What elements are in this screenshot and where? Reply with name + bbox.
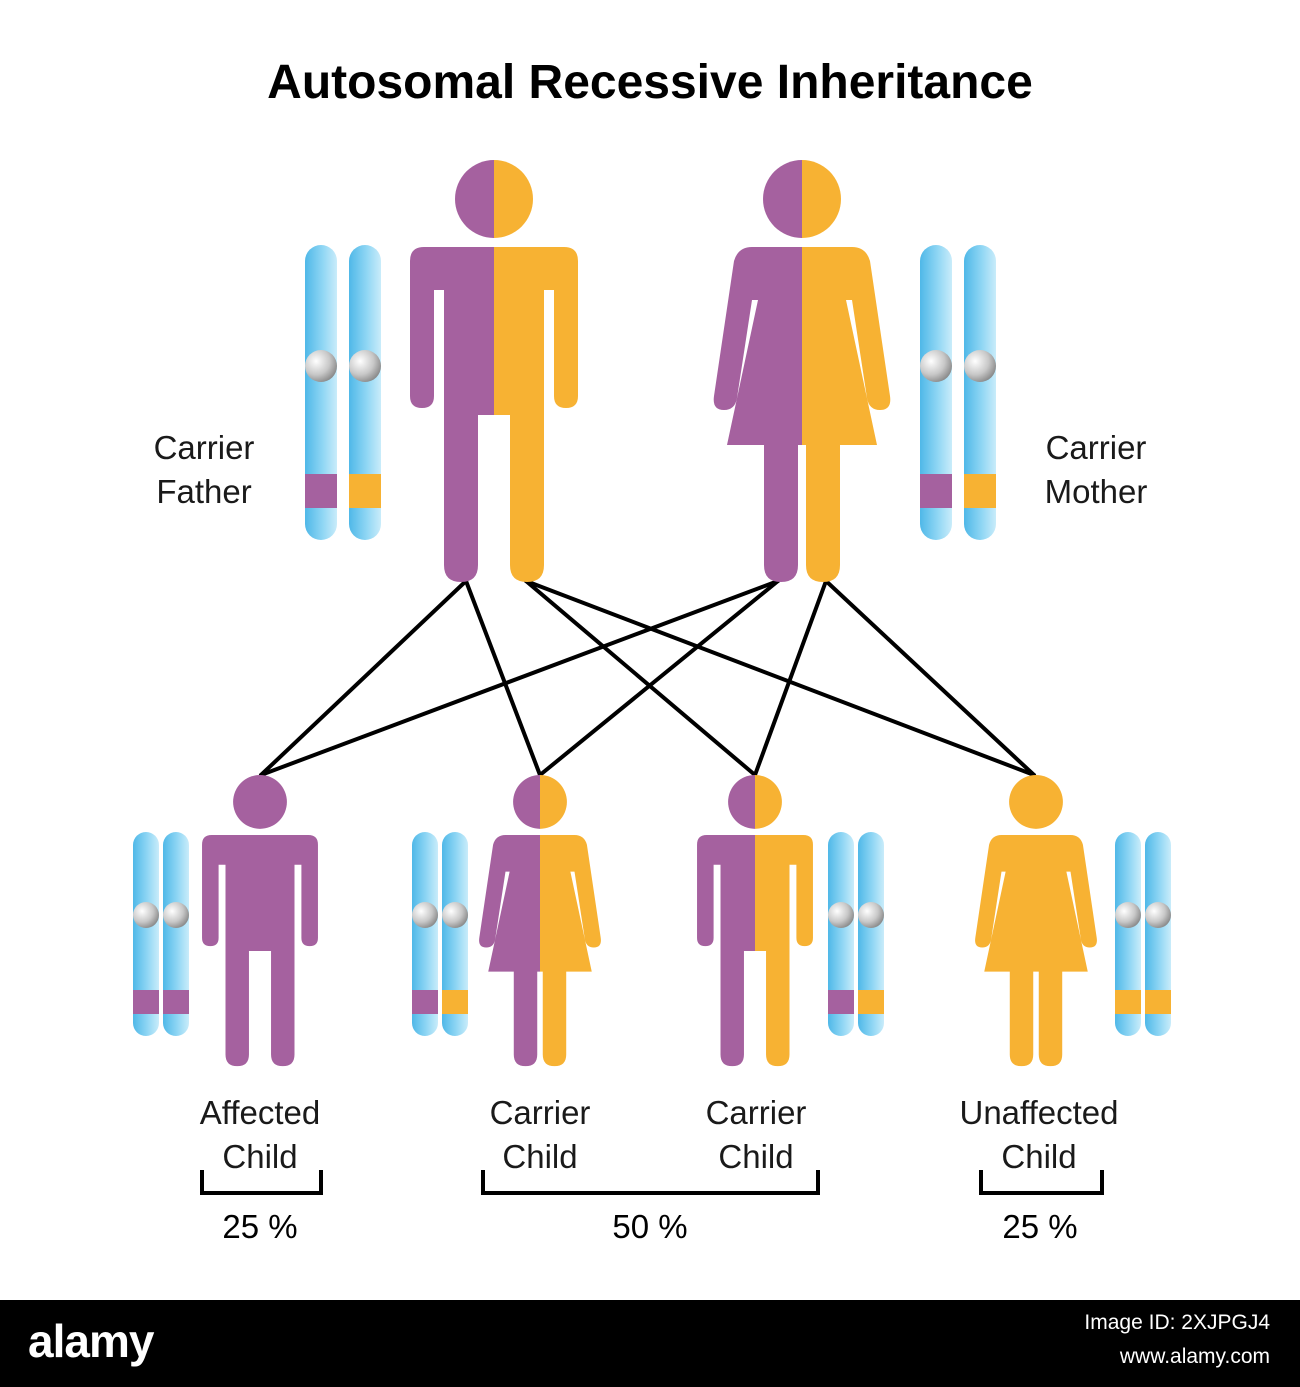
affected-child-chromosome-pair <box>133 832 189 1036</box>
chromosome <box>133 832 159 1036</box>
allele-band <box>964 474 996 508</box>
line-mother-to-carrier-son <box>753 579 828 777</box>
chromosome <box>964 245 996 540</box>
footer-image-id: Image ID: 2XJPGJ4 <box>1084 1311 1270 1334</box>
bracket-affected <box>200 1170 323 1195</box>
line-father-to-unaffected <box>524 579 1036 777</box>
centromere <box>920 350 952 382</box>
unaffected-child-label-line2: Child <box>1001 1138 1076 1175</box>
inheritance-lines <box>259 579 1036 777</box>
chromosome-arm <box>828 832 854 1036</box>
allele-band <box>133 990 159 1014</box>
allele-band <box>412 990 438 1014</box>
allele-band <box>858 990 884 1014</box>
chromosome-arm <box>412 832 438 1036</box>
centromere <box>1145 902 1171 928</box>
allele-band <box>828 990 854 1014</box>
unaffected-child-chromosome-pair <box>1115 832 1171 1036</box>
chromosome <box>828 832 854 1036</box>
centromere <box>1115 902 1141 928</box>
line-father-to-carrier-daughter <box>464 579 542 777</box>
centromere <box>133 902 159 928</box>
chromosome-arm <box>964 245 996 540</box>
affected-child-figure <box>202 775 318 1067</box>
chromosome <box>1115 832 1141 1036</box>
carrier-daughter-chromosome-pair <box>412 832 468 1036</box>
chromosome-arm <box>1145 832 1171 1036</box>
line-father-to-affected <box>259 579 468 777</box>
centromere <box>828 902 854 928</box>
father-label-line1: Carrier <box>154 429 255 466</box>
affected-child-label-line2: Child <box>222 1138 297 1175</box>
chromosome-arm <box>133 832 159 1036</box>
mother-label-line2: Mother <box>1045 473 1148 510</box>
carrier-daughter-label-line2: Child <box>502 1138 577 1175</box>
line-mother-to-affected <box>259 579 780 777</box>
chromosome-arm <box>305 245 337 540</box>
father-label-line2: Father <box>156 473 251 510</box>
chromosome-pairs <box>133 245 1171 1036</box>
chromosome <box>412 832 438 1036</box>
footer-text: Image ID: 2XJPGJ4 www.alamy.com <box>1084 1306 1270 1374</box>
mother-label-line1: Carrier <box>1046 429 1147 466</box>
centromere <box>858 902 884 928</box>
centromere <box>163 902 189 928</box>
line-mother-to-carrier-daughter <box>538 579 780 777</box>
mother-chromosome-pair <box>920 245 996 540</box>
father-chromosome-pair <box>305 245 381 540</box>
allele-band <box>1145 990 1171 1014</box>
affected-child-label-line1: Affected <box>200 1094 320 1131</box>
centromere <box>442 902 468 928</box>
allele-band <box>349 474 381 508</box>
chromosome <box>305 245 337 540</box>
chromosome <box>858 832 884 1036</box>
carrier-son-label-line2: Child <box>718 1138 793 1175</box>
centromere <box>412 902 438 928</box>
percent-unaffected: 25 % <box>1002 1208 1077 1245</box>
allele-band <box>305 474 337 508</box>
centromere <box>964 350 996 382</box>
footer-logo: alamy <box>28 1315 154 1367</box>
chromosome-arm <box>163 832 189 1036</box>
percent-affected: 25 % <box>222 1208 297 1245</box>
chromosome-arm <box>442 832 468 1036</box>
unaffected-child-figure <box>975 775 1097 1067</box>
chromosome-arm <box>349 245 381 540</box>
chromosome <box>920 245 952 540</box>
chromosome <box>1145 832 1171 1036</box>
chromosome <box>349 245 381 540</box>
footer-bar: alamy Image ID: 2XJPGJ4 www.alamy.com <box>0 1300 1300 1387</box>
chromosome <box>163 832 189 1036</box>
carrier-son-label-line1: Carrier <box>706 1094 807 1131</box>
line-father-to-carrier-son <box>524 579 757 777</box>
footer-site: www.alamy.com <box>1119 1345 1270 1368</box>
centromere <box>349 350 381 382</box>
carrier-son-chromosome-pair <box>828 832 884 1036</box>
diagram-title: Autosomal Recessive Inheritance <box>267 56 1033 109</box>
carrier-daughter-figure <box>479 775 601 1067</box>
unaffected-child-label-line1: Unaffected <box>959 1094 1118 1131</box>
chromosome-arm <box>1115 832 1141 1036</box>
carrier-son-figure <box>697 775 813 1067</box>
allele-band <box>1115 990 1141 1014</box>
chromosome-arm <box>858 832 884 1036</box>
father-figure <box>410 160 578 582</box>
inheritance-diagram: Autosomal Recessive Inheritance Carrier … <box>133 56 1171 1245</box>
percent-carrier: 50 % <box>612 1208 687 1245</box>
chromosome-arm <box>920 245 952 540</box>
allele-band <box>163 990 189 1014</box>
mother-figure <box>713 160 891 582</box>
line-mother-to-unaffected <box>824 579 1036 777</box>
bracket-carrier <box>481 1170 820 1195</box>
bracket-unaffected <box>979 1170 1104 1195</box>
chromosome <box>442 832 468 1036</box>
allele-band <box>442 990 468 1014</box>
centromere <box>305 350 337 382</box>
allele-band <box>920 474 952 508</box>
carrier-daughter-label-line1: Carrier <box>490 1094 591 1131</box>
